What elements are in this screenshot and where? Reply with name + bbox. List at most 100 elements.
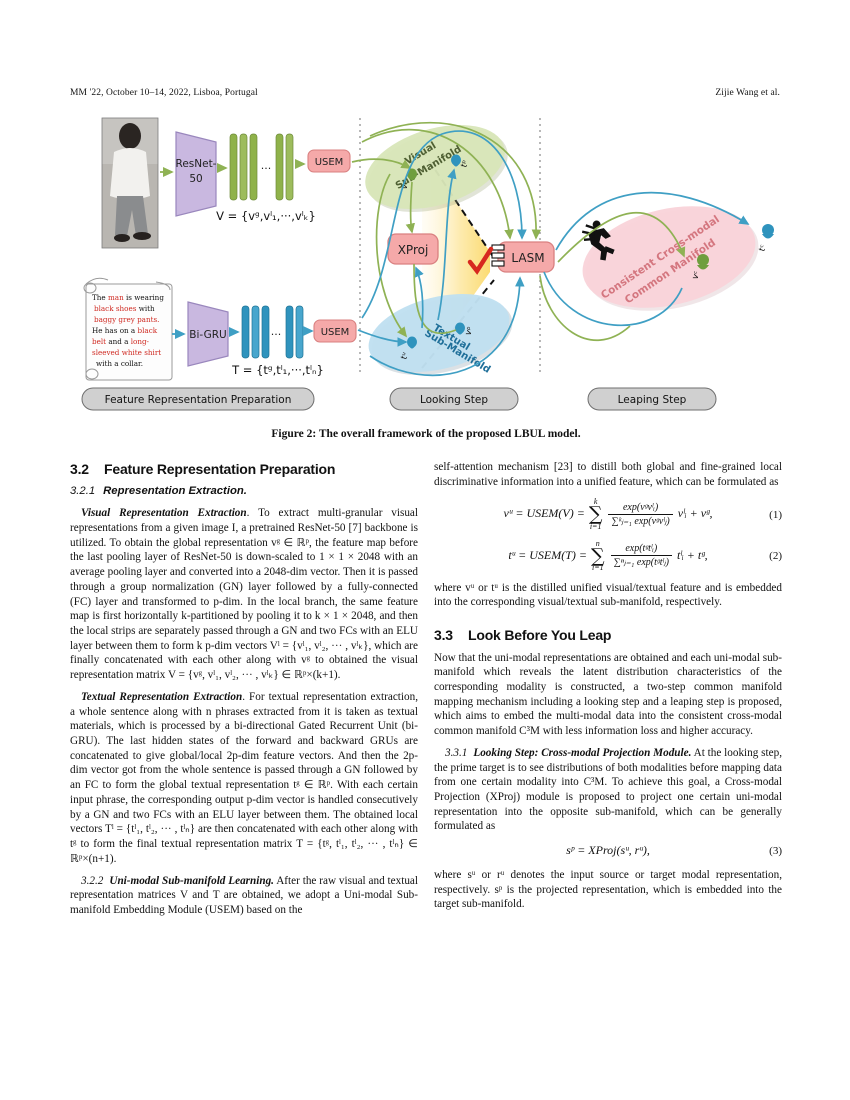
text-query-scroll	[83, 277, 173, 381]
paragraph-looking-step: 3.3.1 Looking Step: Cross-modal Projectio…	[434, 746, 782, 834]
svg-text:black shoes with: black shoes with	[94, 304, 155, 313]
eq2-numerator: exp(tᵍtˡᵢ)	[610, 542, 672, 557]
resnet-label-1: ResNet-	[176, 158, 217, 170]
svg-text:sleeved white shirt: sleeved white shirt	[92, 348, 161, 357]
header-authors: Zijie Wang et al.	[715, 88, 780, 98]
blue-flow-arrows	[357, 130, 750, 377]
running-header: MM '22, October 10–14, 2022, Lisboa, Por…	[70, 88, 780, 98]
xproj-label: XProj	[398, 243, 429, 257]
subsection-number-3-2-2: 3.2.2	[81, 874, 104, 887]
green-flow-arrows	[351, 121, 686, 341]
beam-edge-top	[421, 149, 495, 259]
text-query-content: The man is wearing black shoes with bagg…	[92, 293, 164, 368]
eq1-tag: (1)	[769, 508, 782, 521]
visual-feature-bars	[229, 133, 294, 201]
usem-visual-label: USEM	[315, 157, 344, 168]
visual-matrix-formula: V = {vᵍ,vˡ₁,···,vˡₖ}	[216, 209, 316, 223]
common-manifold	[582, 206, 759, 311]
paragraph-where-1: where vᵘ or tᵘ is the distilled unified …	[434, 581, 782, 609]
subsection-heading-3-2-1: 3.2.1 Representation Extraction.	[70, 484, 418, 499]
figure-caption: Figure 2: The overall framework of the p…	[271, 428, 581, 440]
eq1-numerator: exp(vᵍvˡᵢ)	[608, 501, 673, 516]
paragraph-body-unimodal: After the raw visual and textual represe…	[70, 874, 418, 916]
eq1-sum-top: k	[593, 497, 598, 507]
node-label-vp: vᵖ	[463, 325, 475, 337]
eq2-tail: tˡᵢ + tᵍ,	[676, 547, 708, 562]
eq1-denominator: ∑ᵏⱼ₌₁ exp(vᵍvˡⱼ)	[611, 516, 670, 528]
usem-textual-block	[313, 319, 357, 343]
usem-visual-block	[307, 149, 351, 173]
paragraph-body-visual: . To extract multi-granular visual repre…	[70, 507, 418, 682]
eq2-sum-bot: i=1	[591, 562, 604, 572]
eq2-sum-top: n	[595, 538, 600, 548]
eq2-tag: (2)	[769, 549, 782, 562]
svg-text:The man is wearing: The man is wearing	[92, 293, 164, 302]
textual-node-tu	[407, 336, 417, 349]
eq1-sigma: k ∑ i=1	[589, 498, 603, 530]
visual-sub-manifold	[365, 125, 508, 212]
subsection-number-3-3-1: 3.3.1	[445, 746, 468, 759]
textual-matrix-formula: T = {tᵍ,tˡ₁,···,tˡₙ}	[231, 363, 324, 377]
node-label-vu: vᵘ	[399, 180, 411, 191]
node-label-vc: vᶜ	[690, 270, 702, 281]
eq1-tail: vˡᵢ + vᵍ,	[677, 506, 713, 521]
figure-2: ResNet- 50 ··· USEM V = {vᵍ,	[70, 112, 782, 412]
lasm-stack-icon	[491, 244, 505, 267]
paragraph-textual-extraction: Textual Representation Extraction. For t…	[70, 690, 418, 867]
eq2-fraction: exp(tᵍtˡᵢ) ∑ⁿⱼ₌₁ exp(tᵍtˡⱼ)	[610, 542, 672, 569]
paragraph-lead-visual: Visual Representation Extraction	[81, 507, 247, 520]
paragraph-look-before-leap: Now that the uni-modal representations a…	[434, 651, 782, 738]
section-number: 3.2	[70, 461, 89, 477]
section-number-3-3: 3.3	[434, 627, 453, 644]
equation-1: vᵘ = USEM(V) = k ∑ i=1 exp(vᵍvˡᵢ) ∑ᵏⱼ₌₁ …	[434, 498, 783, 530]
node-label-tu: tᵘ	[399, 351, 411, 361]
eq3-body: sᵖ = XProj(sᵘ, rᵘ),	[566, 843, 650, 858]
equation-3: sᵖ = XProj(sᵘ, rᵘ), (3)	[434, 843, 782, 859]
pedestrian-image	[101, 117, 159, 249]
subsection-title-3-3-1: Looking Step: Cross-modal Projection Mod…	[473, 746, 692, 759]
textual-bars-ellipsis: ···	[271, 328, 282, 341]
eq2-denominator: ∑ⁿⱼ₌₁ exp(tᵍtˡⱼ)	[613, 557, 669, 569]
svg-text:belt and a long-: belt and a long-	[92, 337, 150, 346]
resnet-label-2: 50	[189, 173, 202, 185]
eq1-fraction: exp(vᵍvˡᵢ) ∑ᵏⱼ₌₁ exp(vᵍvˡⱼ)	[608, 501, 673, 528]
stage-label-feature: Feature Representation Preparation	[105, 394, 292, 406]
visual-node-vu	[407, 168, 417, 181]
check-icon	[467, 246, 494, 275]
visual-node-tp	[451, 154, 461, 167]
header-venue: MM '22, October 10–14, 2022, Lisboa, Por…	[70, 88, 258, 98]
svg-text:He has on a black: He has on a black	[92, 326, 158, 335]
eq1-lhs: vᵘ = USEM(V) =	[503, 506, 585, 521]
paragraph-continue: self-attention mechanism [23] to distill…	[434, 461, 782, 488]
common-node-vc	[697, 254, 709, 270]
node-label-tp: tᵖ	[459, 159, 471, 169]
subsection-title-3-2-2: Uni-modal Sub-manifold Learning.	[109, 874, 274, 887]
paragraph-visual-extraction: Visual Representation Extraction. To ext…	[70, 506, 418, 683]
stage-pill-feature	[81, 387, 315, 411]
eq2-sum-glyph: ∑	[591, 544, 605, 567]
section-heading-3-3: 3.3 Look Before You Leap	[434, 626, 782, 644]
usem-textual-label: USEM	[321, 327, 350, 338]
paragraph-lead-textual: Textual Representation Extraction	[81, 690, 243, 703]
common-node-tc	[762, 224, 774, 239]
equation-2: tᵘ = USEM(T) = n ∑ i=1 exp(tᵍtˡᵢ) ∑ⁿⱼ₌₁ …	[434, 538, 782, 572]
textual-node-vp	[455, 322, 465, 335]
section-title-3-3: Look Before You Leap	[468, 627, 612, 644]
resnet-block	[175, 131, 217, 217]
stage-label-leaping: Leaping Step	[618, 394, 687, 406]
paragraph-where-2: where sᵘ or rᵘ denotes the input source …	[434, 868, 782, 911]
eq1-sum-bot: i=1	[589, 521, 602, 531]
eq2-sigma: n ∑ i=1	[591, 538, 605, 572]
subsection-title: Representation Extraction.	[103, 485, 247, 498]
subsection-number: 3.2.1	[70, 485, 96, 498]
eq1-sum-glyph: ∑	[588, 503, 603, 526]
svg-text:with a collar.: with a collar.	[96, 359, 143, 368]
bigru-block	[187, 301, 229, 367]
paragraph-body-looking: At the looking step, the prime target is…	[434, 746, 782, 833]
stage-pill-leaping	[587, 387, 717, 411]
node-label-tc: tᶜ	[757, 244, 769, 254]
visual-bars-ellipsis: ···	[261, 162, 272, 175]
